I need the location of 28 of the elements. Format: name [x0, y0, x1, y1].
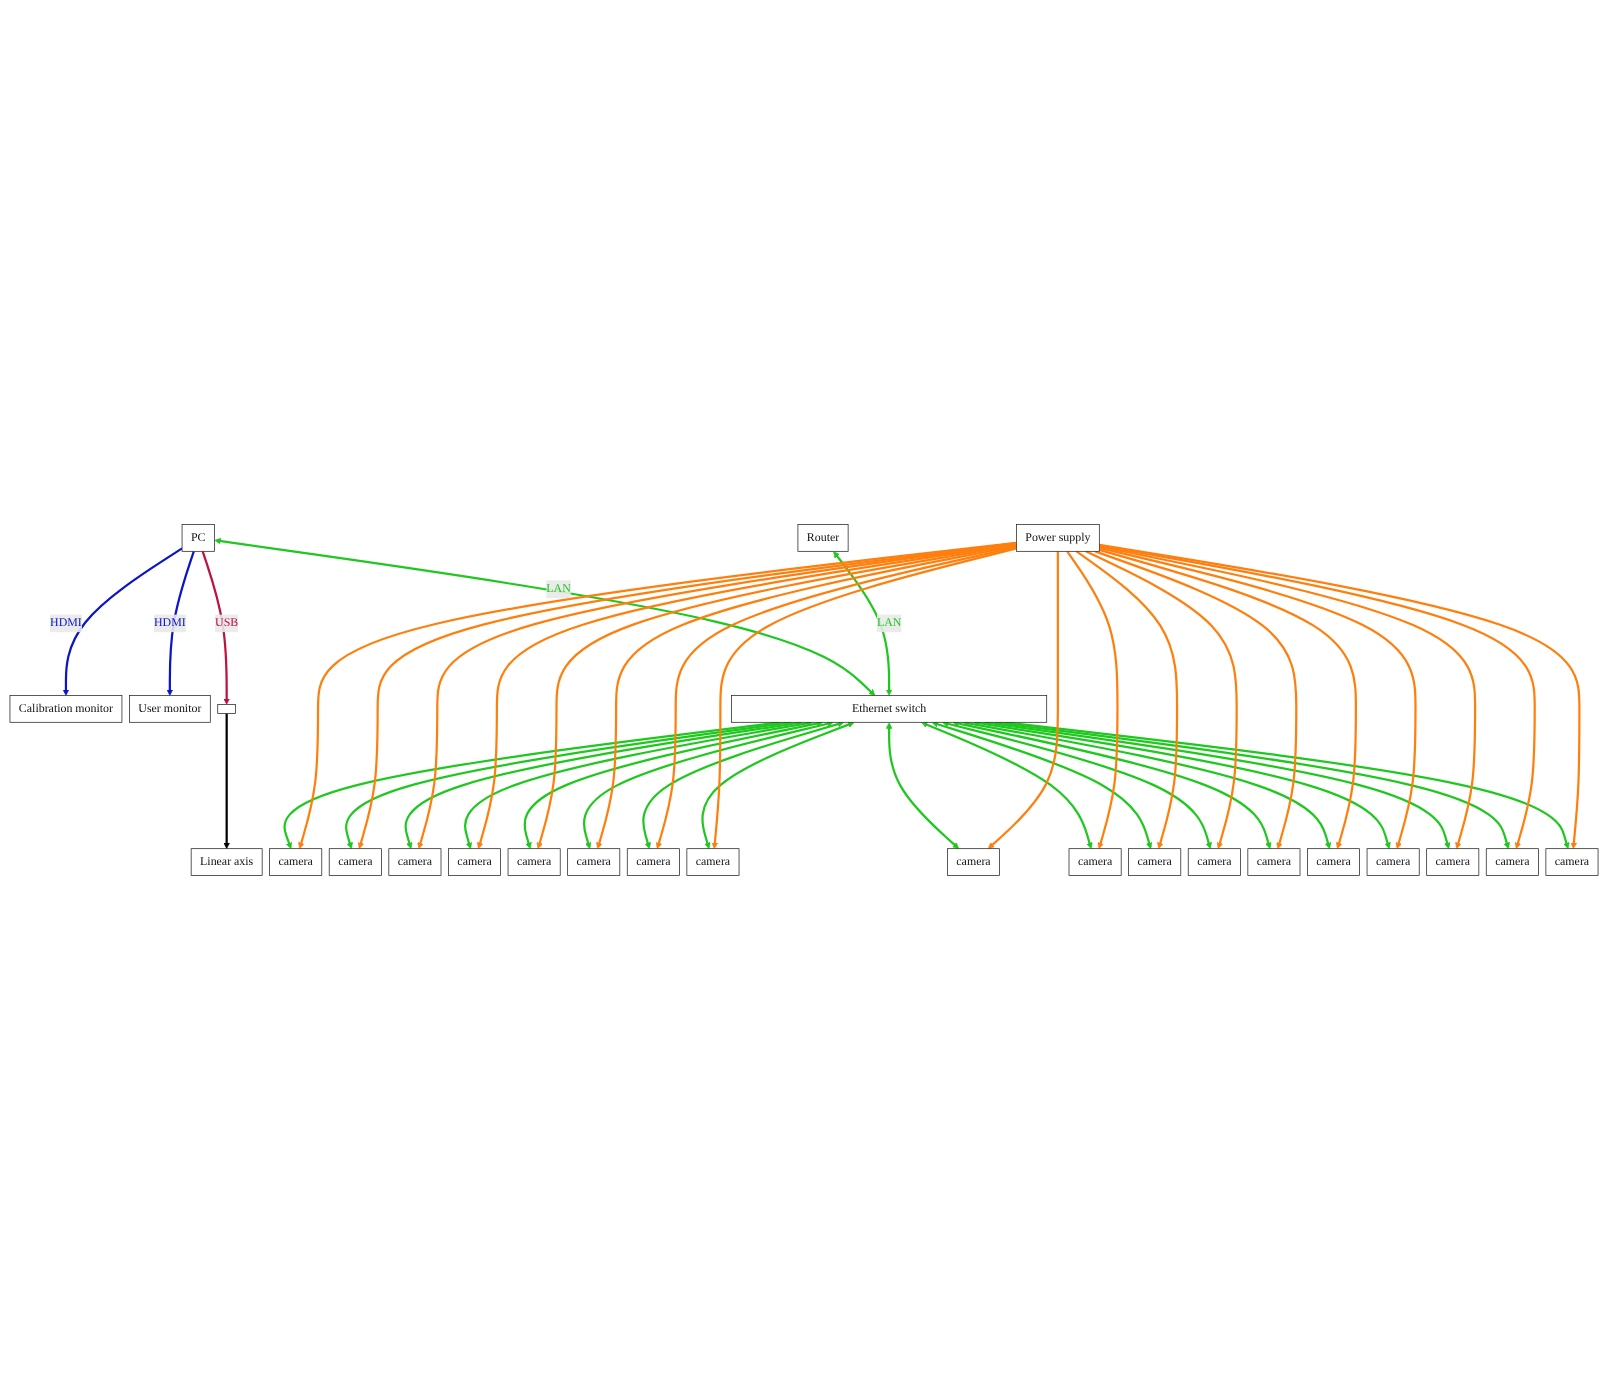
arrow [1094, 550, 1298, 849]
arrow [642, 720, 844, 849]
node-box [217, 704, 236, 714]
arrow [523, 720, 824, 849]
arrow [201, 550, 230, 705]
arrow [223, 713, 230, 849]
arrow [582, 720, 834, 849]
arrow [952, 720, 1272, 849]
arrow [833, 551, 893, 696]
arrow [931, 721, 1153, 849]
arrow [973, 720, 1391, 849]
arrow [1075, 550, 1179, 849]
arrow [1099, 548, 1357, 849]
arrow [1066, 550, 1119, 849]
arrow [701, 721, 855, 849]
arrow [62, 547, 183, 696]
arrow [942, 720, 1212, 849]
arrow [987, 551, 1059, 849]
arrow [1085, 550, 1238, 849]
arrow [885, 722, 960, 849]
arrow [1099, 546, 1417, 849]
arrow [711, 547, 1017, 849]
arrow [404, 720, 803, 849]
arrow [464, 720, 813, 849]
arrow [214, 537, 876, 696]
arrow [921, 721, 1093, 849]
arrow [166, 551, 195, 696]
arrow [962, 720, 1332, 849]
